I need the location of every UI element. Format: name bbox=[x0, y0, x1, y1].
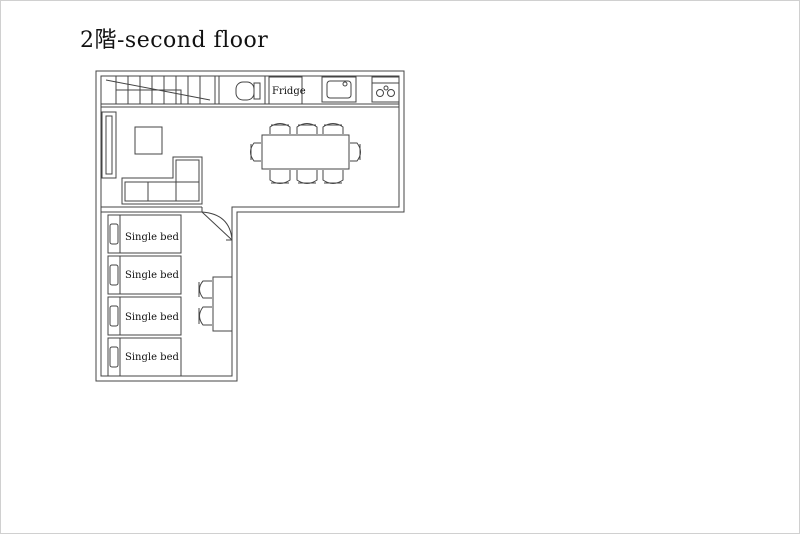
outer-walls bbox=[95, 70, 405, 382]
fridge bbox=[268, 76, 303, 105]
stove bbox=[371, 76, 400, 103]
bed-label-3: Single bed bbox=[125, 312, 180, 323]
staircase bbox=[100, 75, 216, 105]
sofa bbox=[121, 156, 203, 205]
page-title: 2階-second floor bbox=[80, 28, 269, 53]
bedroom-partition bbox=[101, 206, 203, 213]
fridge-label: Fridge bbox=[272, 86, 306, 97]
sink bbox=[321, 76, 357, 103]
tv-board bbox=[101, 111, 117, 179]
beds bbox=[107, 214, 182, 377]
desk bbox=[198, 276, 233, 332]
dining-chairs bbox=[250, 123, 361, 184]
bed-label-1: Single bed bbox=[125, 232, 180, 243]
low-table bbox=[134, 126, 163, 155]
toilet-room bbox=[218, 75, 266, 105]
bedroom-door bbox=[201, 211, 233, 241]
bed-label-2: Single bed bbox=[125, 270, 180, 281]
dining-table bbox=[261, 134, 350, 170]
bed-label-4: Single bed bbox=[125, 352, 180, 363]
